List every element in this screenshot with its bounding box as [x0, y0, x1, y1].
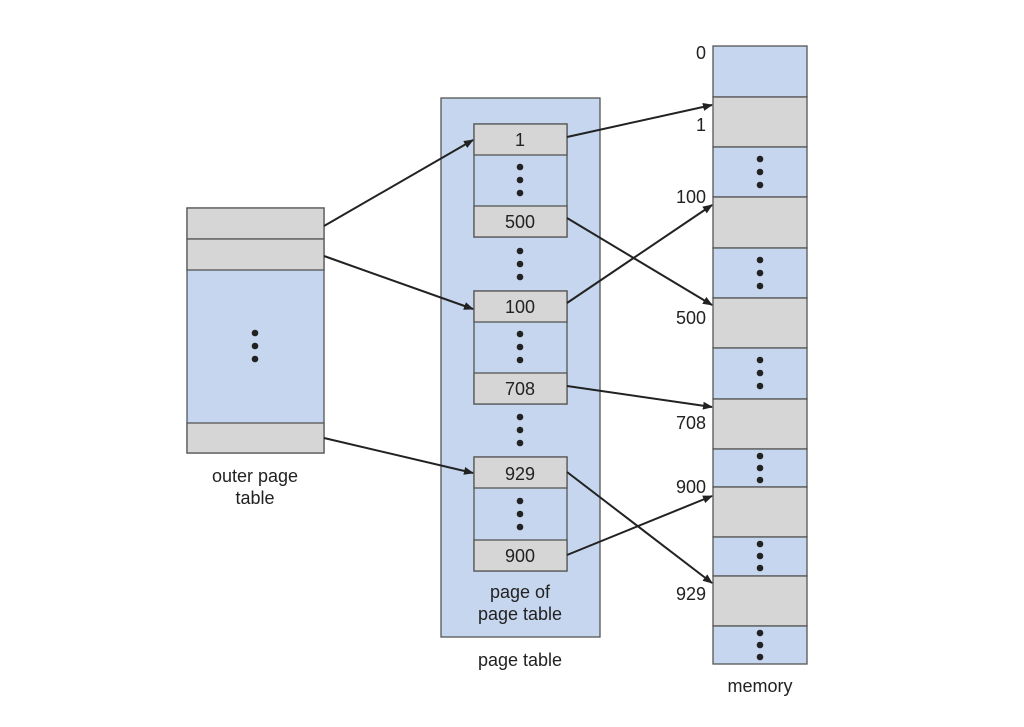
memory-address-label: 900	[676, 477, 706, 497]
memory-frame	[712, 297, 808, 349]
arrow-entry-100-to-memory	[566, 204, 713, 304]
page-of-page-table	[473, 123, 568, 238]
page-table-entry	[473, 205, 568, 238]
page-table-entry	[473, 539, 568, 572]
memory-frame	[712, 96, 808, 148]
ellipsis-dots	[756, 356, 764, 390]
arrow-outer-to-page-block-3	[323, 437, 474, 475]
page-table-entry-label: 708	[505, 379, 535, 399]
outer-page-table-entry	[186, 238, 325, 271]
outer-page-table	[186, 207, 325, 454]
ellipsis-dots	[516, 497, 524, 531]
memory-address-label: 100	[676, 187, 706, 207]
arrow-entry-708-to-memory	[566, 385, 713, 410]
arrows	[323, 103, 713, 584]
ellipsis-dots	[756, 629, 764, 661]
arrow-outer-to-page-block-2	[323, 255, 474, 310]
ellipsis-dots	[251, 329, 259, 363]
memory-frame	[712, 45, 808, 98]
page-table-label: page table	[478, 650, 562, 670]
page-table-entry-label: 100	[505, 297, 535, 317]
memory-address-label: 0	[696, 43, 706, 63]
page-table-entry-label: 500	[505, 212, 535, 232]
memory-address-label: 929	[676, 584, 706, 604]
ellipsis-dots	[756, 256, 764, 290]
outer-page-table-entry	[186, 422, 325, 454]
arrow-entry-900-to-memory	[566, 495, 713, 556]
ellipsis-dots	[756, 155, 764, 189]
ellipsis-dots	[516, 163, 524, 197]
outer-page-table-label-line2: table	[235, 488, 274, 508]
arrow-entry-500-to-memory	[566, 217, 713, 306]
outer-page-table-label-line1: outer page	[212, 466, 298, 486]
memory-frame	[712, 398, 808, 450]
page-table-entry	[473, 123, 568, 156]
page-table-entry-label: 1	[515, 130, 525, 150]
memory-frame	[712, 486, 808, 538]
memory-label: memory	[727, 676, 792, 696]
page-table-entry	[473, 290, 568, 323]
memory-address-label: 708	[676, 413, 706, 433]
page-of-page-table-label-line2: page table	[478, 604, 562, 624]
page-of-page-table-label-line1: page of	[490, 582, 551, 602]
arrow-entry-1-to-memory	[566, 103, 713, 138]
page-table-entry-label: 929	[505, 464, 535, 484]
ellipsis-dots	[756, 540, 764, 572]
arrow-entry-929-to-memory	[566, 471, 713, 584]
ellipsis-dots	[516, 330, 524, 364]
page-of-page-table	[473, 456, 568, 572]
ellipsis-dots	[756, 452, 764, 484]
page-table-entry-label: 900	[505, 546, 535, 566]
ellipsis-dots	[516, 247, 524, 281]
memory-frame	[712, 575, 808, 627]
memory	[712, 45, 808, 665]
memory-address-label: 500	[676, 308, 706, 328]
memory-address-label: 1	[696, 115, 706, 135]
arrow-outer-to-page-block-1	[323, 139, 474, 227]
page-table-entry	[473, 372, 568, 405]
page-table-entry	[473, 456, 568, 489]
ellipsis-dots	[516, 413, 524, 447]
outer-page-table-entry	[186, 207, 325, 240]
memory-frame	[712, 196, 808, 249]
page-of-page-table	[473, 290, 568, 405]
